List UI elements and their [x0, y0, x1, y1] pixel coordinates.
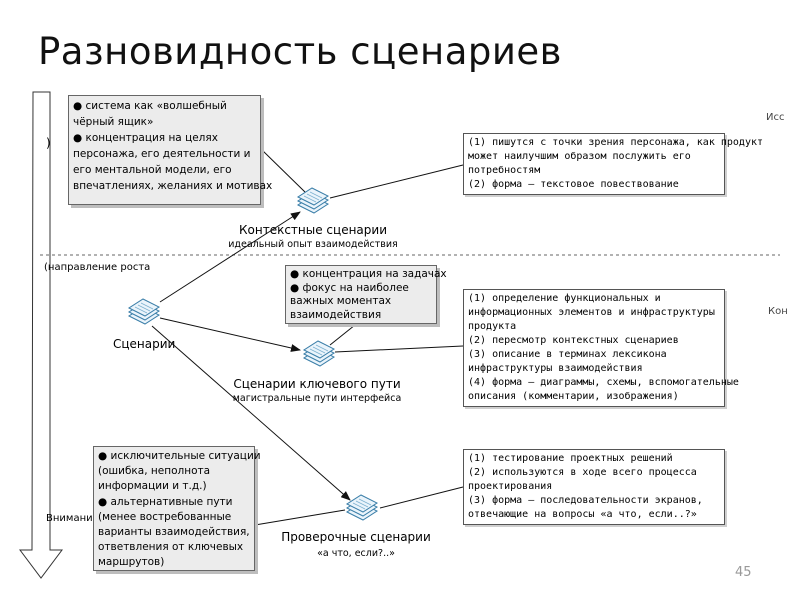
- link-note-check: [254, 509, 346, 526]
- note-line: ● концентрация на задачах: [290, 268, 447, 280]
- box-line: (3) форма — последовательности экранов,: [468, 495, 703, 506]
- arrow-root-keypath: [159, 317, 301, 352]
- top-paren-label: ): [46, 136, 51, 150]
- keypath-note: ● концентрация на задачах ● фокус на наи…: [285, 265, 447, 324]
- note-line: ● концентрация на целях: [73, 132, 218, 144]
- context-node-sublabel: идеальный опыт взаимодействия: [228, 239, 398, 250]
- note-line: впечатлениях, желаниях и мотивах: [73, 180, 273, 192]
- box-line: продукта: [468, 321, 517, 332]
- edge-label-top: Исс: [766, 112, 785, 123]
- box-line: инфраструктуры взаимодействия: [468, 363, 643, 374]
- link-note-context: [261, 149, 307, 194]
- note-line: (ошибка, неполнота: [98, 465, 211, 478]
- note-line: ● система как «волшебный: [73, 100, 227, 112]
- context-note: ● система как «волшебный чёрный ящик» ● …: [68, 95, 273, 205]
- check-node-sublabel: «а что, если?..»: [317, 548, 395, 559]
- note-line: ● фокус на наиболее: [290, 281, 409, 294]
- box-line: (2) форма — текстовое повествование: [468, 179, 679, 190]
- box-line: описания (комментарии, изображения): [468, 391, 679, 402]
- keypath-node-label: Сценарии ключевого пути: [233, 377, 401, 391]
- box-line: (1) тестирование проектных решений: [468, 453, 673, 464]
- box-line: (4) форма — диаграммы, схемы, вспомогате…: [468, 377, 739, 388]
- link-note-keypath: [329, 324, 356, 346]
- note-line: информации и т.д.): [98, 480, 207, 493]
- box-line: (1) определение функциональных и: [468, 293, 661, 304]
- box-line: может наилучшим образом послужить его: [468, 151, 691, 162]
- growth-direction-label: (направление роста: [44, 262, 151, 273]
- check-document-icon: [345, 494, 379, 521]
- keypath-document-icon: [302, 340, 336, 367]
- link-box-keypath: [334, 345, 464, 353]
- box-line: (2) используются в ходе всего процесса: [468, 467, 697, 478]
- box-line: потребностям: [468, 165, 541, 176]
- context-document-icon: [296, 187, 330, 214]
- note-line: маршрутов): [98, 556, 165, 569]
- note-line: его ментальной модели, его: [73, 164, 232, 176]
- keypath-node-sublabel: магистральные пути интерфейса: [232, 393, 402, 404]
- box-line: (1) пишутся с точки зрения персонажа, ка…: [468, 137, 764, 148]
- arrow-root-context: [159, 211, 301, 303]
- edge-label-middle: Кон: [768, 306, 788, 317]
- box-line: проектирования: [468, 481, 553, 492]
- context-description-box: (1) пишутся с точки зрения персонажа, ка…: [463, 133, 764, 195]
- attention-arrow: [19, 91, 63, 579]
- page-number: 45: [735, 565, 752, 580]
- note-line: чёрный ящик»: [73, 116, 154, 128]
- note-line: персонажа, его деятельности и: [73, 148, 251, 160]
- box-line: информационных элементов и инфраструктур…: [468, 307, 715, 318]
- root-document-icon: [127, 298, 161, 325]
- arrow-root-check: [151, 325, 351, 501]
- note-line: ● исключительные ситуации: [98, 450, 261, 462]
- box-line: (2) пересмотр контекстных сценариев: [468, 335, 679, 346]
- keypath-description-box: (1) определение функциональных и информа…: [463, 289, 739, 407]
- note-line: взаимодействия: [290, 308, 382, 321]
- box-line: отвечающие на вопросы «а что, если..?»: [468, 509, 697, 520]
- link-box-check: [379, 486, 464, 509]
- attention-label: Внимание к: [46, 513, 108, 524]
- note-line: варианты взаимодействия,: [98, 526, 250, 539]
- context-node-label: Контекстные сценарии: [239, 223, 387, 237]
- note-line: (менее востребованные: [98, 510, 232, 523]
- check-description-box: (1) тестирование проектных решений (2) и…: [463, 449, 725, 525]
- check-node-label: Проверочные сценарии: [281, 530, 431, 544]
- check-note: ● исключительные ситуации (ошибка, непол…: [93, 446, 261, 571]
- note-line: ответвления от ключевых: [98, 541, 244, 554]
- link-box-context: [329, 164, 464, 199]
- note-line: важных моментах: [290, 295, 392, 307]
- box-line: (3) описание в терминах лексикона: [468, 349, 667, 360]
- note-line: ● альтернативные пути: [98, 495, 233, 508]
- page-title: Разновидность сценариев: [38, 30, 562, 73]
- root-node-label: Сценарии: [113, 337, 176, 351]
